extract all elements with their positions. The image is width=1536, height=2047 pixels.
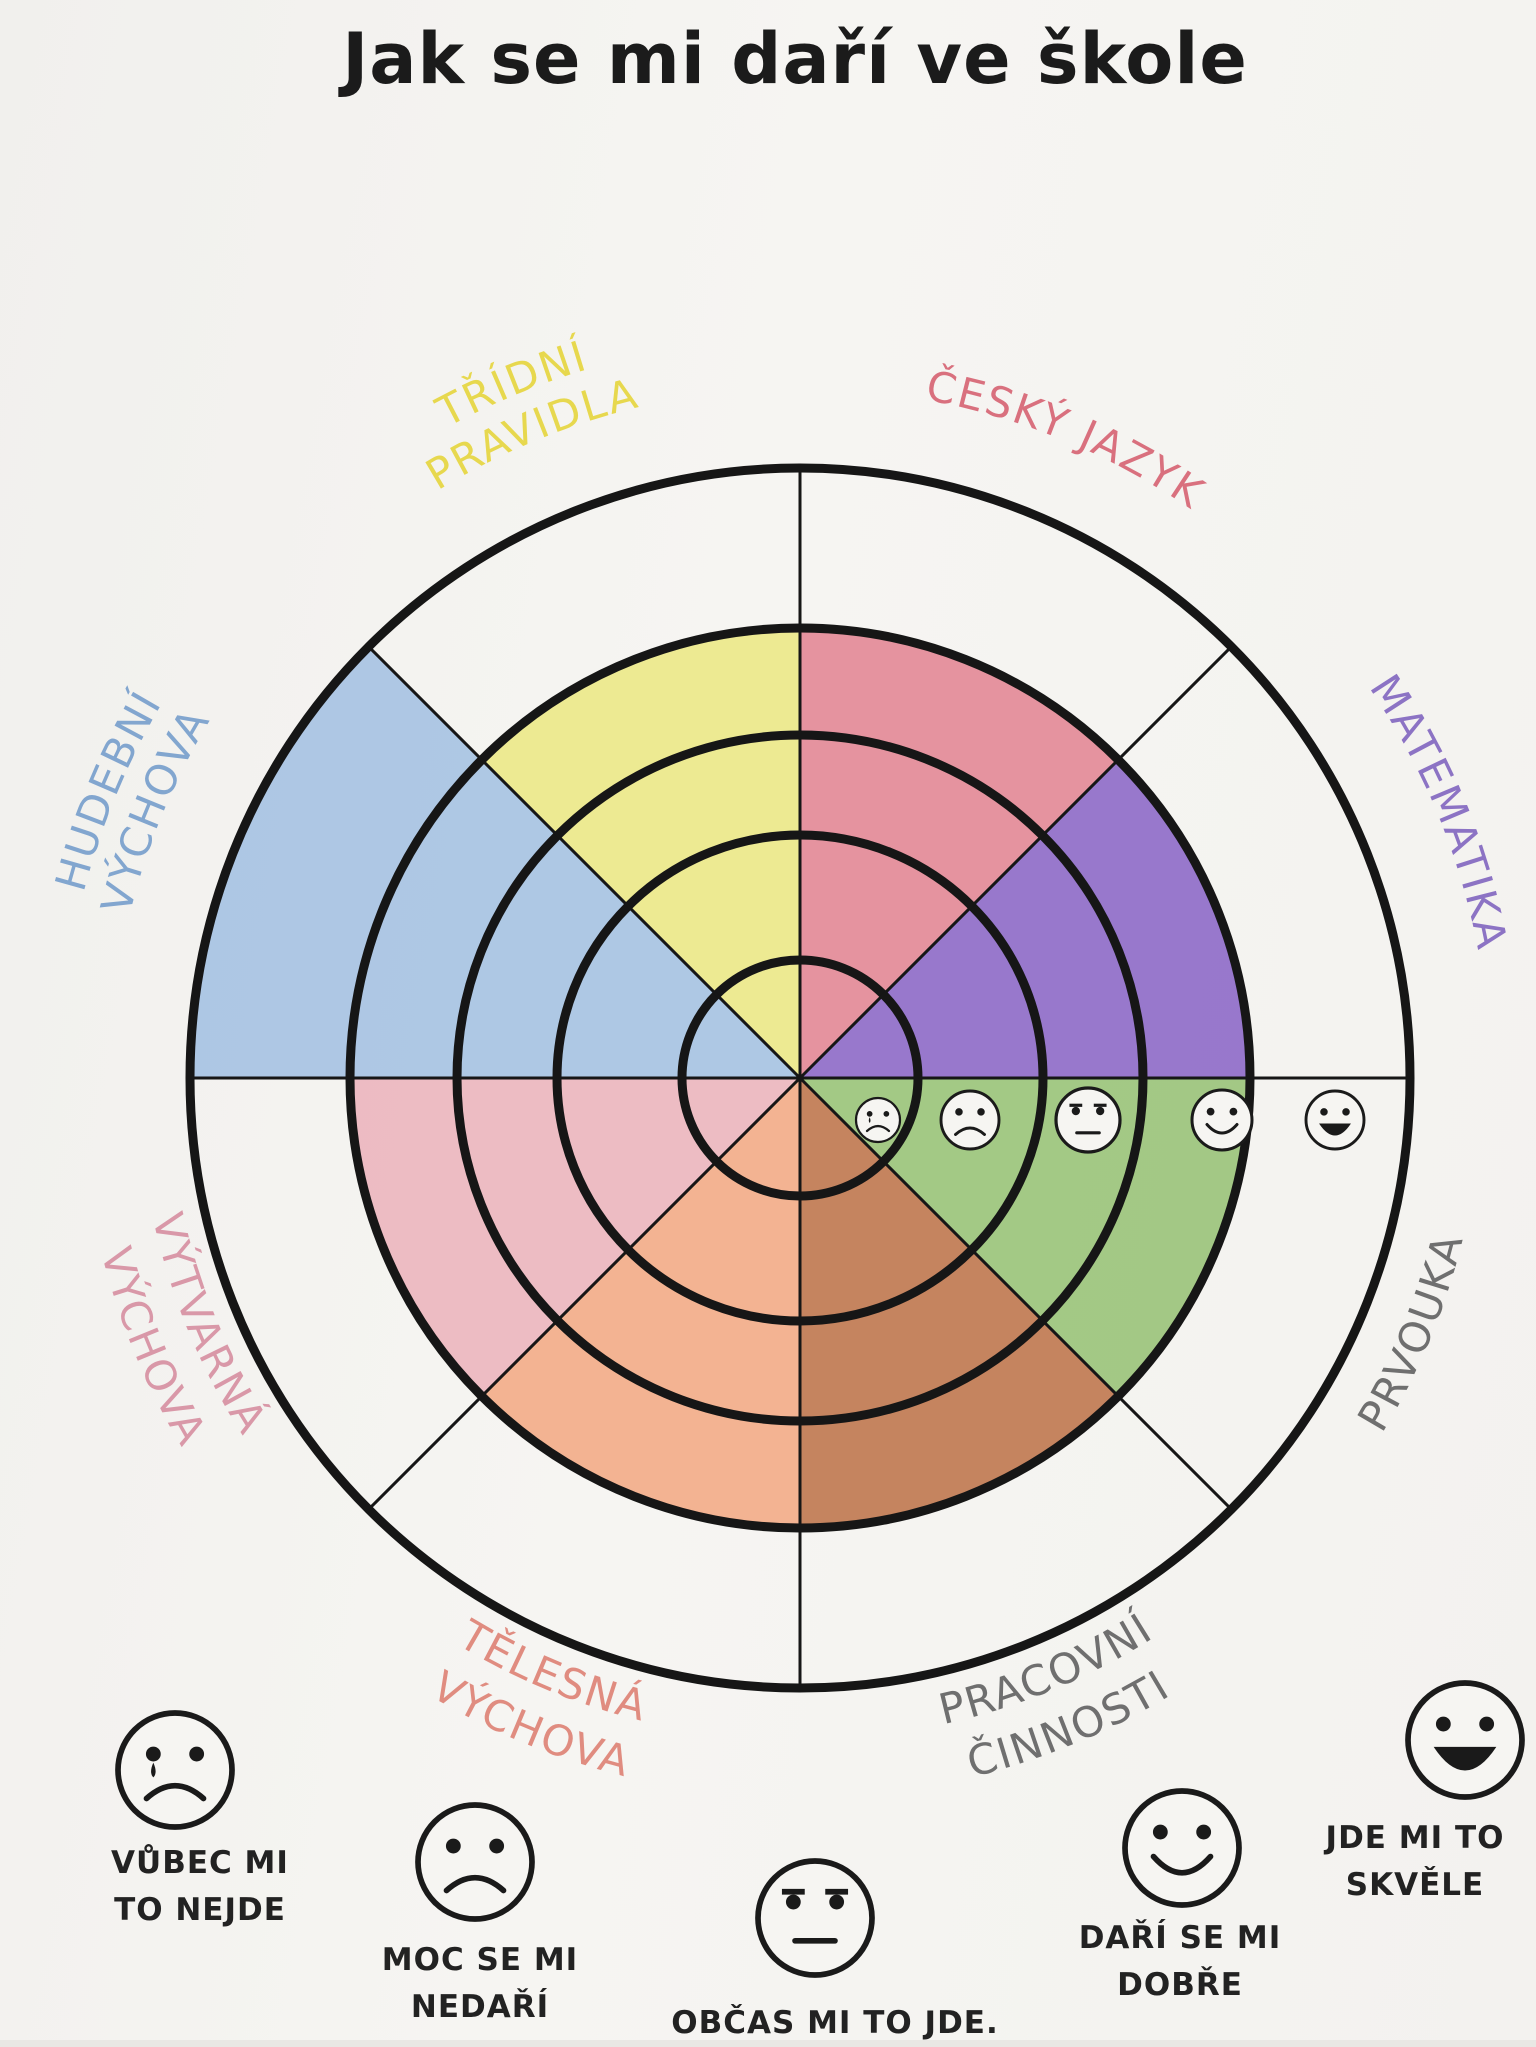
- scale-smiling-face-icon: [1190, 1088, 1254, 1152]
- legend-rating-2-line2: NEDAŘÍ: [410, 1989, 550, 2025]
- spoke-8: [367, 645, 802, 1080]
- legend-faces: [115, 1680, 1525, 1978]
- legend-laughing-face-icon: [1405, 1680, 1525, 1800]
- spoke-6: [367, 1076, 802, 1511]
- scale-neutral-face-icon: [1054, 1086, 1122, 1154]
- legend-rating-4-line2: DOBŘE: [1117, 1967, 1243, 2003]
- legend-rating-3: OBČAS MI TO JDE.: [640, 2000, 1030, 2047]
- legend-rating-2-line1: MOC SE MI: [381, 1942, 579, 1978]
- legend-rating-5: JDE MI TO SKVĚLE: [1300, 1815, 1530, 1909]
- legend-rating-1-line1: VŮBEC MI: [111, 1845, 289, 1881]
- scale-faces: [854, 1086, 1366, 1154]
- wedge-fill-7: [190, 646, 800, 1078]
- page-title: Jak se mi daří ve škole: [342, 18, 1248, 100]
- legend-rating-1-line2: TO NEJDE: [114, 1892, 286, 1928]
- legend-smiling-face-icon: [1122, 1788, 1242, 1908]
- legend-rating-3-line1: OBČAS MI TO JDE.: [671, 2005, 999, 2041]
- wheel-spokes: [190, 468, 1410, 1688]
- legend-rating-2: MOC SE MI NEDAŘÍ: [350, 1937, 610, 2031]
- legend-rating-1: VŮBEC MI TO NEJDE: [80, 1840, 320, 1934]
- scale-crying-face-icon: [854, 1096, 902, 1144]
- legend-crying-face-icon: [115, 1710, 235, 1830]
- legend-rating-4: DAŘÍ SE MI DOBŘE: [1040, 1915, 1320, 2009]
- scale-laughing-face-icon: [1304, 1089, 1366, 1151]
- spoke-2: [798, 645, 1233, 1080]
- legend-sad-face-icon: [415, 1802, 535, 1922]
- spoke-4: [798, 1076, 1233, 1511]
- scale-sad-face-icon: [939, 1089, 1001, 1151]
- subject-label-3: PRVOUKA: [1348, 1228, 1473, 1440]
- legend-rating-4-line1: DAŘÍ SE MI: [1078, 1920, 1282, 1956]
- legend-neutral-face-icon: [755, 1858, 875, 1978]
- legend-rating-5-line2: SKVĚLE: [1345, 1867, 1485, 1903]
- legend-rating-5-line1: JDE MI TO: [1325, 1820, 1505, 1856]
